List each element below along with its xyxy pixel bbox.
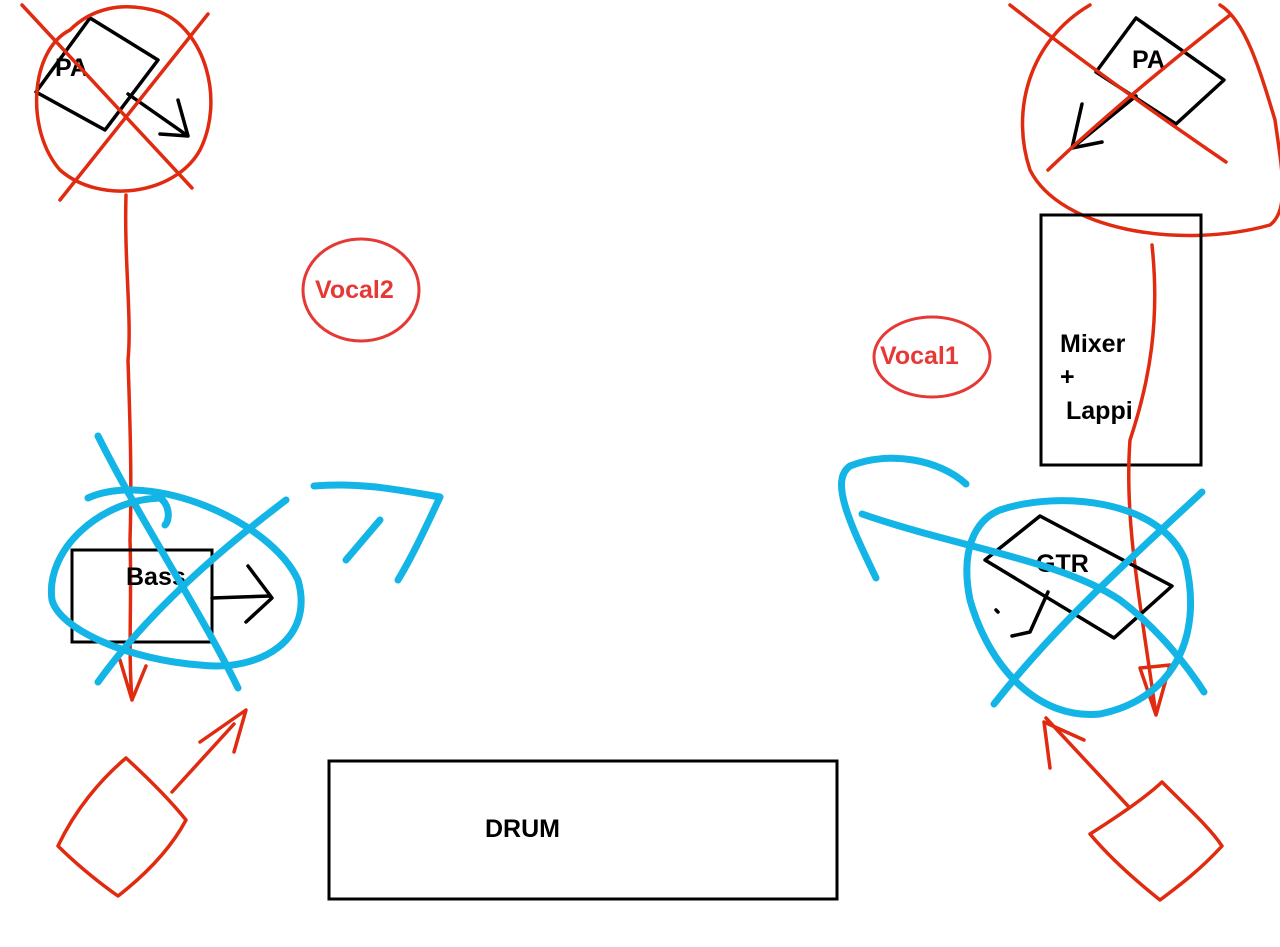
pa-right-cross-b (1046, 13, 1232, 172)
cable-left (118, 193, 148, 702)
monitor-right (1088, 780, 1224, 902)
gtr-blue-arrow (838, 454, 970, 582)
pa-right-label: PA (1132, 46, 1165, 74)
vocal2-label: Vocal2 (315, 276, 394, 304)
pa-right-circle (1020, 3, 1280, 238)
bass-blue-cross-a (94, 432, 242, 692)
gtr-group: GTR (838, 454, 1208, 718)
pa-left-box (34, 16, 160, 132)
drum-label: DRUM (485, 815, 560, 843)
mixer-box (1039, 213, 1203, 467)
monitor-left (56, 756, 188, 898)
gtr-blue-cross-b (990, 488, 1206, 708)
monitor-right-arrow (1042, 716, 1130, 808)
pa-right-group: PA (1008, 3, 1280, 238)
bass-blue-arrow (310, 481, 444, 584)
bass-arrow (210, 564, 274, 624)
bass-group: Bass (47, 432, 444, 692)
pa-right-cross-a (1008, 3, 1228, 164)
drum-box (327, 759, 839, 901)
pa-left-group: PA (20, 3, 213, 202)
monitor-left-group (56, 708, 248, 898)
gtr-blue-circle (963, 497, 1195, 718)
vocal2-circle (301, 237, 421, 343)
mixer-label-line2: + (1060, 363, 1075, 391)
vocal1-label: Vocal1 (880, 342, 959, 370)
gtr-arrow (994, 590, 1050, 638)
monitor-right-group (1042, 716, 1224, 902)
mixer-label-line1: Mixer (1060, 330, 1126, 358)
pa-left-cross-b (58, 12, 210, 202)
bass-blue-cross-b (94, 496, 290, 686)
bass-box (70, 548, 214, 644)
monitor-left-arrow (170, 708, 248, 794)
vocal1-circle (872, 315, 992, 399)
pa-left-cross-a (20, 3, 194, 190)
gtr-blue-cross-a (858, 510, 1208, 696)
pa-left-circle (34, 5, 213, 193)
mixer-label-line3: Lappi (1066, 397, 1133, 425)
